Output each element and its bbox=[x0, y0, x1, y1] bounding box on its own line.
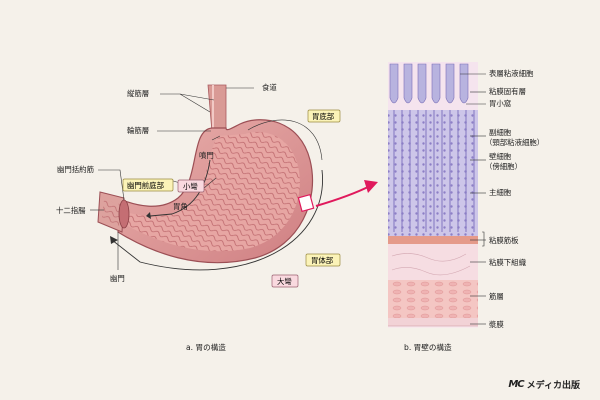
publisher-mark: MC bbox=[508, 379, 524, 390]
label-gastric-angle: 胃角 bbox=[173, 202, 188, 211]
label-duodenum: 十二指腸 bbox=[56, 206, 86, 215]
greater-curvature-arrow bbox=[111, 169, 323, 271]
lesser-curvature-arrow bbox=[149, 159, 211, 217]
tag-body: 胃体部 bbox=[305, 253, 341, 267]
wall-section-marker bbox=[297, 193, 315, 213]
label-parietal-cells: 壁細胞 bbox=[489, 152, 512, 161]
svg-text:大彎: 大彎 bbox=[277, 277, 292, 286]
label-muscle-layer: 筋層 bbox=[489, 292, 504, 301]
publisher-name: メディカ出版 bbox=[526, 381, 580, 391]
label-pyloric-sphincter: 幽門括約筋 bbox=[57, 165, 94, 174]
label-cardia: 噴門 bbox=[199, 151, 214, 160]
svg-text:胃体部: 胃体部 bbox=[311, 256, 333, 265]
caption-gastric-wall-structure: b. 胃壁の構造 bbox=[404, 342, 452, 352]
label-esophagus: 食道 bbox=[262, 83, 277, 92]
label-accessory-cells-sub: （頸部粘液細胞） bbox=[485, 138, 544, 147]
label-surface-mucous-cells: 表層粘液細胞 bbox=[489, 69, 534, 78]
publisher-logo: MC メディカ出版 bbox=[508, 378, 580, 391]
label-circular-muscle: 輪筋層 bbox=[127, 126, 149, 135]
label-lamina-propria: 粘膜固有層 bbox=[489, 87, 526, 96]
label-pylorus: 幽門 bbox=[110, 274, 125, 283]
label-parietal-cells-sub: （傍細胞） bbox=[485, 162, 522, 171]
tag-lesser-curvature: 小彎 bbox=[177, 179, 205, 193]
caption-stomach-structure: a. 胃の構造 bbox=[186, 342, 226, 352]
svg-text:小彎: 小彎 bbox=[183, 182, 198, 191]
svg-text:幽門前庭部: 幽門前庭部 bbox=[127, 181, 164, 190]
label-gastric-pit: 胃小窩 bbox=[489, 99, 511, 108]
tag-fundus: 胃底部 bbox=[307, 109, 341, 123]
pyloric-sphincter-ring bbox=[118, 199, 130, 229]
label-longitudinal-muscle: 縦筋層 bbox=[127, 89, 149, 98]
svg-text:胃底部: 胃底部 bbox=[312, 112, 334, 121]
label-submucosa: 粘膜下組織 bbox=[489, 258, 527, 267]
gastric-wall-section bbox=[388, 62, 478, 328]
label-muscularis-mucosae: 粘膜筋板 bbox=[489, 236, 519, 245]
fundus-arrow bbox=[247, 119, 323, 161]
stomach-illustration bbox=[97, 84, 315, 264]
tag-greater-curvature: 大彎 bbox=[271, 274, 299, 288]
label-serosa: 漿膜 bbox=[489, 320, 504, 329]
label-accessory-cells: 副細胞 bbox=[489, 128, 512, 137]
label-chief-cells: 主細胞 bbox=[489, 188, 512, 197]
tag-antrum: 幽門前庭部 bbox=[122, 178, 174, 192]
zoom-arrow bbox=[315, 185, 371, 207]
